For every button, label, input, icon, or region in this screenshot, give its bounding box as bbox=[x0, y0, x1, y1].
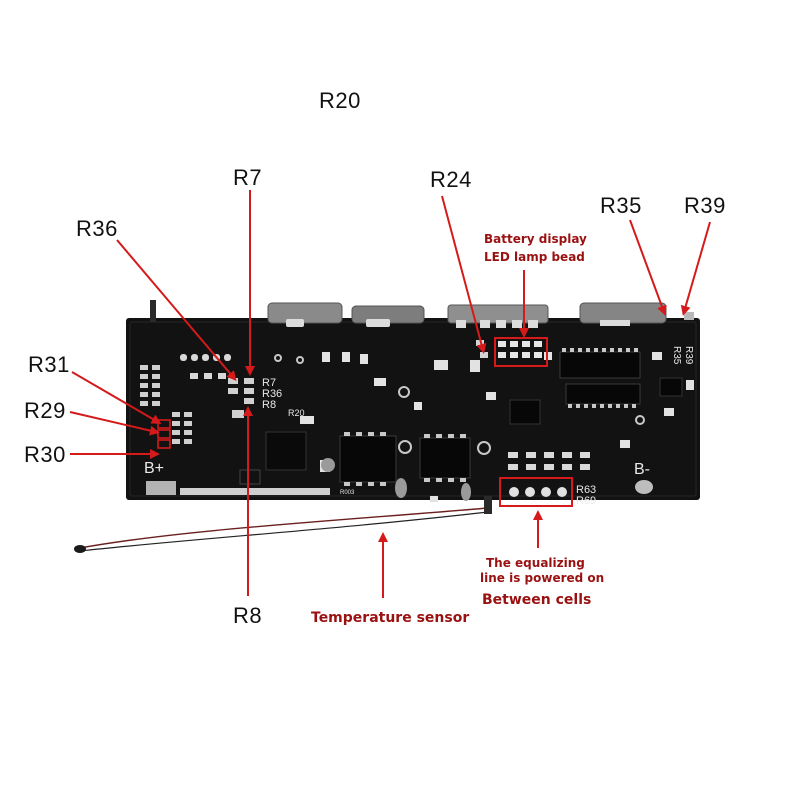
silk-r7: R7 bbox=[262, 377, 276, 389]
ic-pins bbox=[344, 348, 638, 486]
note-battery-display-line1: Battery display bbox=[484, 232, 587, 246]
silk-r39: R39 bbox=[683, 346, 694, 365]
label-r20: R20 bbox=[319, 88, 361, 113]
silk-r003: R003 bbox=[340, 490, 355, 496]
edge-clip bbox=[684, 312, 694, 320]
ic-balancer bbox=[565, 383, 641, 405]
silk-r63: R63 bbox=[576, 484, 596, 496]
top-edge-components bbox=[286, 319, 630, 328]
ic-mosfet-2 bbox=[419, 437, 471, 479]
temperature-sensor-cable bbox=[74, 496, 492, 553]
leader-r36 bbox=[116, 239, 237, 382]
label-r39: R39 bbox=[684, 193, 726, 218]
pcb-board: B+ B- R7 R36 R8 R20 R63 R69 R003 R35 R39 bbox=[126, 300, 700, 507]
leader-r24 bbox=[441, 195, 487, 354]
ic-small-1 bbox=[509, 399, 541, 425]
ic-small-2 bbox=[659, 377, 683, 397]
label-r35: R35 bbox=[600, 193, 642, 218]
silk-b-minus: B- bbox=[634, 461, 650, 478]
leader-r31 bbox=[71, 371, 162, 425]
switch-tab bbox=[150, 300, 156, 322]
label-r8: R8 bbox=[233, 603, 263, 628]
left-resistor-highlights bbox=[157, 419, 171, 449]
note-equalizing-line3: Between cells bbox=[482, 592, 592, 608]
left-pad-array bbox=[140, 365, 192, 444]
label-r31: R31 bbox=[28, 352, 70, 377]
ic-packages bbox=[265, 351, 683, 483]
note-battery-display-line2: LED lamp bead bbox=[484, 250, 585, 264]
balance-connector bbox=[499, 477, 573, 507]
balance-highlight-box bbox=[499, 477, 573, 507]
silk-r20: R20 bbox=[288, 408, 305, 418]
bus-bar bbox=[180, 488, 330, 495]
ic-charger bbox=[265, 431, 307, 471]
silk-r69: R69 bbox=[576, 495, 596, 507]
balance-resistors bbox=[508, 452, 590, 470]
led-highlight-box bbox=[494, 337, 548, 367]
b-plus-pad bbox=[146, 481, 176, 495]
leader-r35 bbox=[629, 219, 667, 316]
label-r24: R24 bbox=[430, 167, 472, 192]
balance-pin-2 bbox=[525, 487, 535, 497]
leader-r29 bbox=[69, 411, 160, 436]
sensor-connector bbox=[484, 496, 492, 514]
thermistor-bead bbox=[74, 545, 86, 553]
label-r7: R7 bbox=[233, 165, 263, 190]
resistor-row-top-left bbox=[180, 354, 231, 379]
ic-mosfet-1 bbox=[339, 435, 397, 483]
ic-display-driver bbox=[559, 351, 641, 379]
balance-pin-3 bbox=[541, 487, 551, 497]
balance-pin-4 bbox=[557, 487, 567, 497]
silk-r8: R8 bbox=[262, 399, 276, 411]
vias bbox=[274, 354, 645, 455]
leader-lines bbox=[69, 190, 711, 598]
solder-blobs bbox=[321, 458, 653, 501]
silkscreen-text: B+ B- R7 R36 R8 R20 R63 R69 R003 R35 R39 bbox=[144, 346, 694, 507]
label-r30: R30 bbox=[24, 442, 66, 467]
silk-r36: R36 bbox=[262, 388, 282, 400]
silk-r35: R35 bbox=[671, 346, 682, 365]
balance-pin-1 bbox=[509, 487, 519, 497]
note-equalizing-line2: line is powered on bbox=[480, 571, 605, 585]
usb-port-1 bbox=[267, 302, 343, 324]
note-temperature-sensor: Temperature sensor bbox=[311, 610, 470, 626]
board-body bbox=[126, 318, 700, 500]
silk-b-plus: B+ bbox=[144, 460, 164, 477]
battery-led-array bbox=[494, 337, 548, 367]
label-r36: R36 bbox=[76, 216, 118, 241]
fuse bbox=[239, 469, 261, 485]
note-equalizing-line1: The equalizing bbox=[486, 556, 585, 570]
led-pads bbox=[498, 341, 542, 358]
leader-r39 bbox=[680, 221, 711, 316]
label-r29: R29 bbox=[24, 398, 66, 423]
